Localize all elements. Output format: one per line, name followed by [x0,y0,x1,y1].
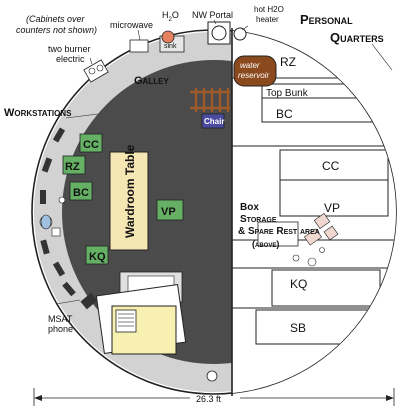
sink-label: sink [164,43,177,50]
galley-label: Galley [134,75,169,87]
workstation-rz-label: RZ [65,161,80,173]
msat-label-line2: phone [48,324,73,334]
spare-rest-label: & Spare Rest area [238,226,320,237]
workstation-bc [69,181,93,201]
microwave-label: microwave [110,20,153,30]
water-reservoir-label-line2: reservoir [238,71,269,80]
hot-h2o-label-line1: hot H2O [254,5,284,14]
workstations-label: Workstations [4,107,72,119]
cc-quarters-label: CC [322,159,340,173]
workstation-cc-label: CC [83,139,99,151]
storage-label: Storage [240,214,277,225]
chair [201,113,225,129]
vp-quarters-label: VP [324,201,340,215]
nw-portal [207,21,231,45]
toilet-fixture [40,214,52,230]
bottom-hatch [206,370,218,382]
bc-quarters-label: BC [276,107,293,121]
workstation-bc-label: BC [73,187,89,199]
cabinets-note-line1: (Cabinets over [26,14,86,24]
vp-seat [156,199,184,221]
box-storage [257,221,299,247]
microwave-box [129,39,149,53]
sb-quarters-label: SB [290,321,306,335]
cabinets-note-line2: counters not shown) [16,25,97,35]
rz-quarters-label: RZ [280,55,296,69]
msat-phone-unit [80,292,98,310]
workstation-kq [85,245,109,265]
spare-rest-items [292,213,339,267]
callout-lines [55,19,393,305]
dimension-label: 26.3 ft [196,394,222,404]
h2o-tank [161,30,175,44]
wardroom-table [109,151,149,251]
nw-portal-label: NW Portal [192,10,233,20]
two-burner-label-line2: electric [56,54,85,64]
vp-bunk [279,179,389,217]
h2o-label: H2O [162,10,179,23]
water-reservoir-label-line1: water [240,61,260,70]
workstation-rz [62,155,86,175]
two-burner-label-line1: two burner [48,44,91,54]
workstation-kq-label: KQ [89,251,106,263]
chair-label: Chair [204,117,224,126]
hot-water-heater [233,27,247,41]
kq-quarters-label: KQ [290,277,307,291]
ladder [190,88,230,112]
personal-quarters-label-line2: Quarters [330,30,384,45]
workstation-cc [79,133,103,153]
workstation-monitors [40,127,76,297]
wardroom-table-label: Wardroom Table [123,144,137,238]
above-label: (above) [252,239,279,249]
box-label: Box [240,202,259,213]
personal-quarters-label-line1: Personal [300,12,353,27]
vp-seat-label: VP [161,206,176,218]
msat-label-line1: MSAT [48,314,73,324]
water-reservoir [233,55,277,87]
top-bunk-label: Top Bunk [266,88,309,99]
hot-h2o-label-line2: heater [256,15,279,24]
